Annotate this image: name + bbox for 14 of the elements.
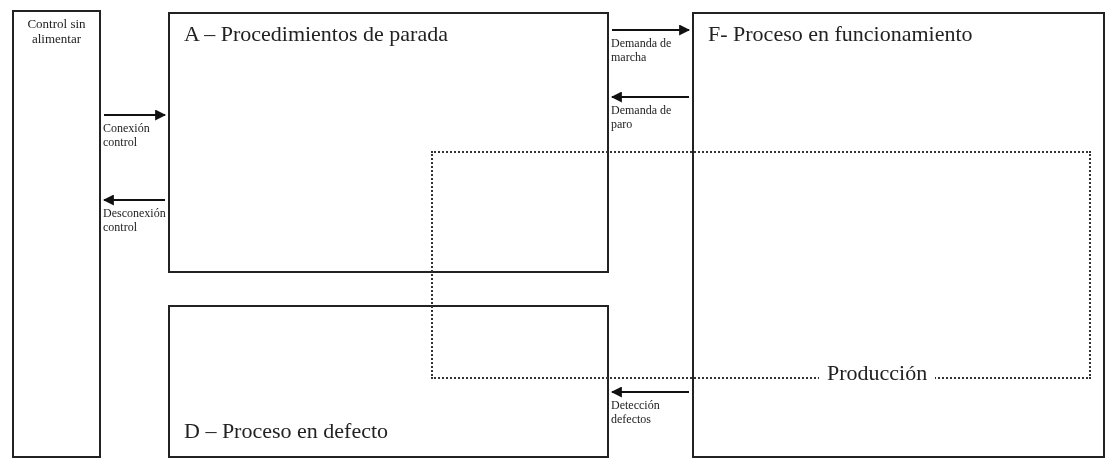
state-label: Control sin alimentar <box>26 16 87 46</box>
state-title: A – Procedimientos de parada <box>184 22 448 46</box>
state-title: F- Proceso en funcionamiento <box>708 22 973 46</box>
state-box <box>168 12 609 273</box>
edge-label: Desconexión control <box>103 206 166 234</box>
arrow <box>610 91 689 103</box>
arrow <box>104 109 167 121</box>
state-box <box>12 10 101 458</box>
state-box <box>168 305 609 458</box>
arrow <box>610 386 689 398</box>
state-title: D – Proceso en defecto <box>184 419 389 443</box>
arrow <box>102 194 165 206</box>
state-box <box>692 12 1105 458</box>
arrow <box>612 24 691 36</box>
